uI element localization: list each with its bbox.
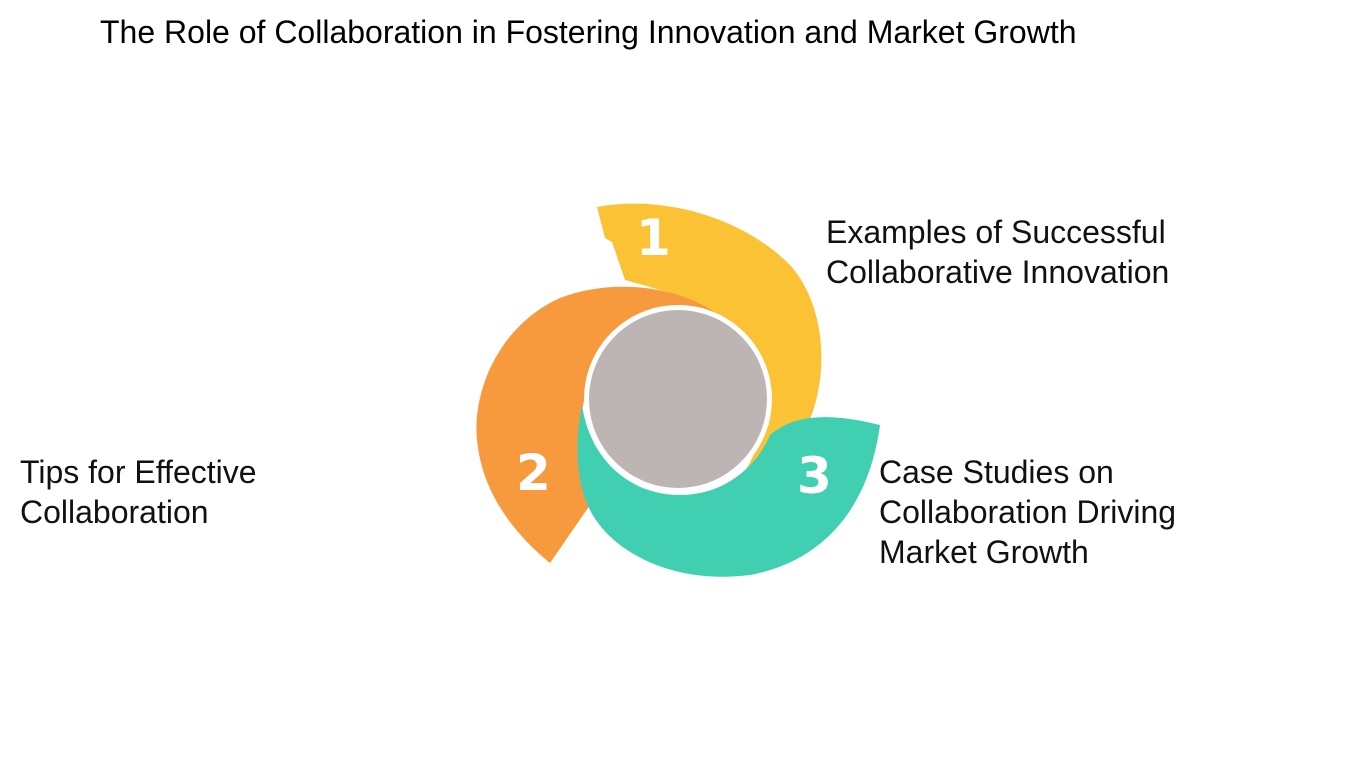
step-number-2: 2 bbox=[516, 444, 551, 502]
step-label-2: Tips for Effective Collaboration bbox=[20, 452, 257, 532]
center-circle bbox=[589, 310, 767, 488]
label-line: Collaborative Innovation bbox=[826, 254, 1170, 290]
label-line: Examples of Successful bbox=[826, 214, 1166, 250]
label-line: Tips for Effective bbox=[20, 454, 257, 490]
label-line: Collaboration bbox=[20, 494, 209, 530]
step-number-1: 1 bbox=[636, 209, 671, 267]
label-line: Case Studies on bbox=[879, 454, 1114, 490]
diagram-title: The Role of Collaboration in Fostering I… bbox=[100, 14, 1077, 50]
step-label-1: Examples of Successful Collaborative Inn… bbox=[826, 212, 1169, 292]
segment-3-swoosh bbox=[577, 405, 880, 577]
step-label-3: Case Studies on Collaboration Driving Ma… bbox=[879, 452, 1176, 572]
segment-2-swoosh bbox=[476, 286, 722, 563]
step-number-3: 3 bbox=[797, 447, 832, 505]
label-line: Collaboration Driving bbox=[879, 494, 1177, 530]
label-line: Market Growth bbox=[879, 534, 1089, 570]
